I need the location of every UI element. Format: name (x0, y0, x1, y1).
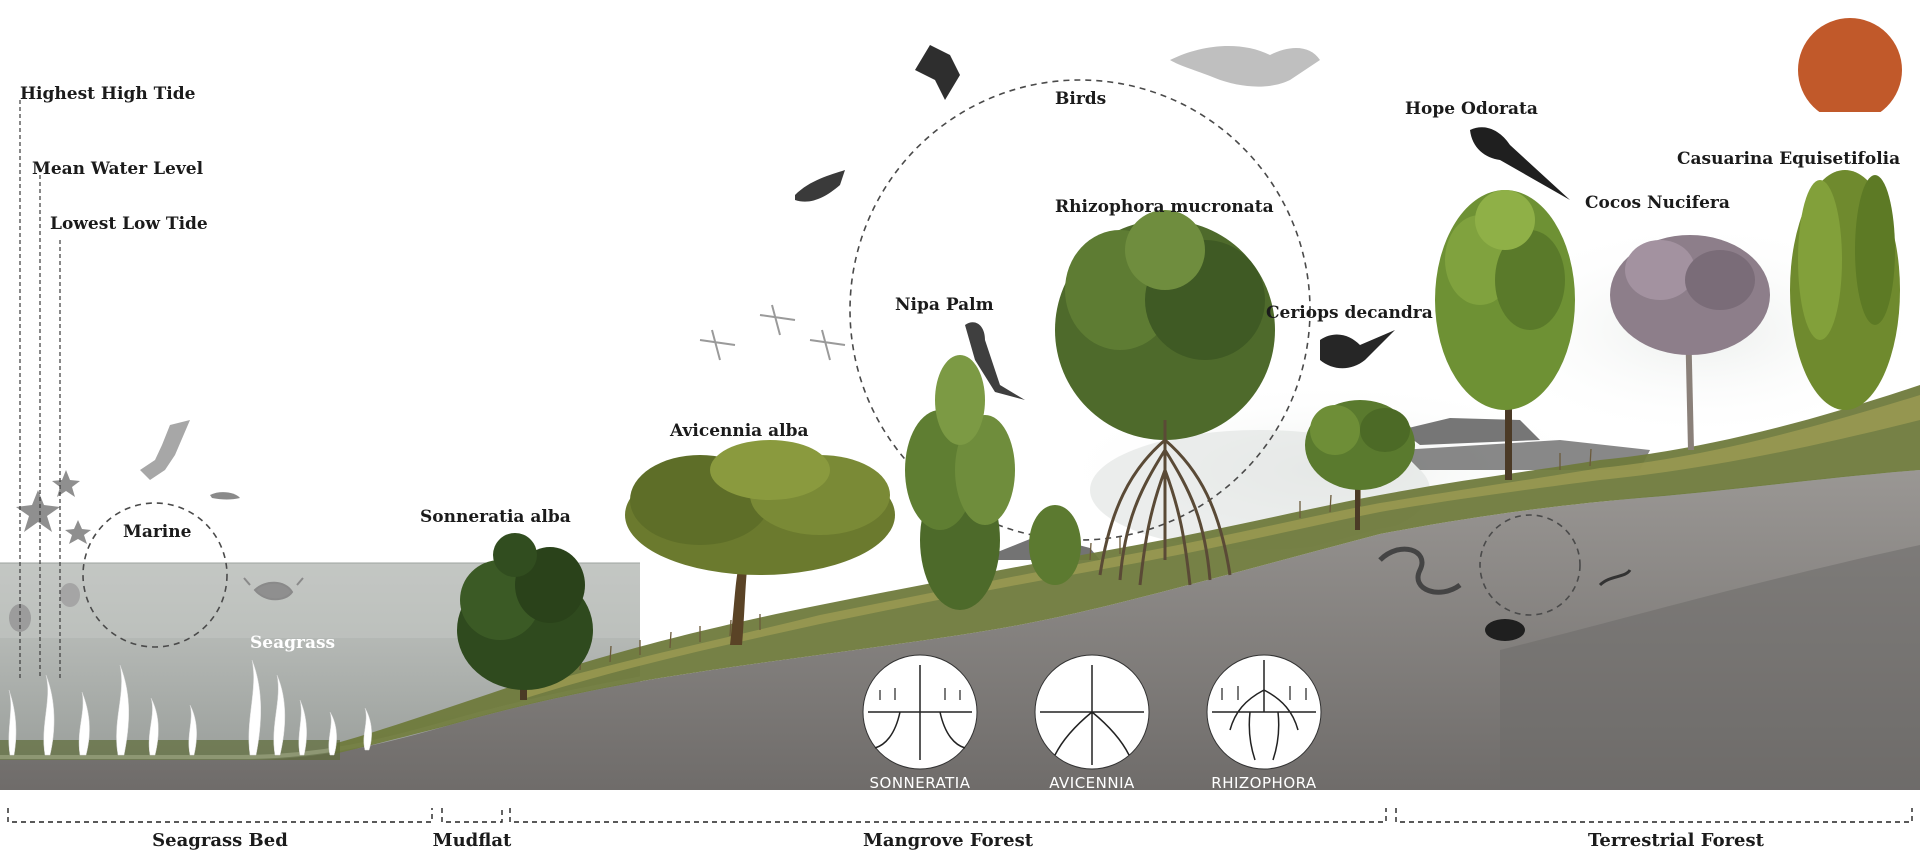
rhizophora-root-diagram (1206, 654, 1322, 770)
zone-label-seagrass-bed: Seagrass Bed (152, 830, 288, 851)
cocos-nucifera-tree (1610, 235, 1770, 450)
shrimp (210, 492, 240, 500)
label-highest-high-tide: Highest High Tide (20, 84, 196, 104)
hope-odorata-bird (1470, 127, 1570, 200)
starfish-3 (65, 520, 91, 544)
mangrove-bank (330, 385, 1920, 755)
dragonfly-1 (699, 329, 736, 361)
root-label-rhizophora: RHIZOPHORA (1211, 774, 1317, 792)
label-avicennia-alba: Avicennia alba (669, 421, 809, 441)
marine-fauna (9, 420, 304, 632)
zone-brackets (7, 808, 1913, 823)
marine-zone-circle (82, 502, 228, 648)
label-seagrass: Seagrass (250, 633, 335, 653)
starfish-1 (16, 490, 60, 532)
root-label-sonneratia: SONNERATIA (869, 774, 970, 792)
zone-label-mangrove-forest: Mangrove Forest (863, 830, 1034, 851)
crab (243, 577, 304, 601)
heron-bird (1170, 45, 1320, 87)
label-lowest-low-tide: Lowest Low Tide (50, 214, 208, 234)
magpie-robin-bird (1320, 330, 1395, 369)
label-nipa-palm: Nipa Palm (895, 295, 994, 315)
hope-odorata-tree (1435, 190, 1575, 480)
sonneratia-root-diagram (862, 654, 978, 770)
sonneratia-alba-tree (457, 533, 593, 700)
zone-label-mudflat: Mudflat (433, 830, 512, 851)
tide-level-lines (19, 100, 61, 678)
label-sonneratia-alba: Sonneratia alba (420, 507, 571, 527)
shell-2 (60, 583, 80, 607)
dragonfly-2 (759, 304, 796, 336)
birds (699, 45, 1570, 400)
burrow-fauna (1378, 546, 1632, 641)
label-hope-odorata: Hope Odorata (1405, 99, 1538, 119)
label-marine: Marine (123, 522, 192, 542)
snake (1378, 546, 1462, 595)
dragonfly-3 (809, 329, 846, 361)
root-label-avicennia: AVICENNIA (1049, 774, 1135, 792)
birds-zone-circle (849, 79, 1311, 541)
burrow-zone-circle (1479, 514, 1581, 616)
label-rhizophora-mucronata: Rhizophora mucronata (1055, 197, 1274, 217)
casuarina-equisetifolia-tree (1790, 170, 1900, 410)
sediment-ground (0, 470, 1920, 790)
seagrass-blades (8, 659, 372, 756)
kingfisher-bird (915, 45, 960, 100)
label-ceriops-decandra: Ceriops decandra (1266, 303, 1433, 323)
avicennia-alba-tree (625, 440, 895, 645)
root-diagrams (862, 654, 1322, 770)
nipa-palm (905, 355, 1081, 610)
ceriops-decandra-tree (1305, 400, 1415, 530)
deep-rock (1500, 545, 1920, 790)
starfish-2 (52, 470, 80, 497)
squid (140, 420, 190, 480)
label-cocos-nucifera: Cocos Nucifera (1585, 193, 1730, 213)
sun (1790, 18, 1920, 126)
drongo-bird (965, 322, 1025, 400)
rhizophora-mucronata-tree (1055, 210, 1275, 586)
label-casuarina-equisetifolia: Casuarina Equisetifolia (1677, 149, 1900, 169)
avicennia-root-diagram (1034, 654, 1150, 770)
zone-label-terrestrial-forest: Terrestrial Forest (1588, 830, 1765, 851)
worm (1598, 569, 1632, 587)
bank-reeds (559, 448, 1592, 675)
mole (1485, 619, 1525, 641)
label-mean-water-level: Mean Water Level (32, 159, 204, 179)
sunbird-left (795, 170, 845, 202)
label-birds: Birds (1055, 89, 1106, 109)
